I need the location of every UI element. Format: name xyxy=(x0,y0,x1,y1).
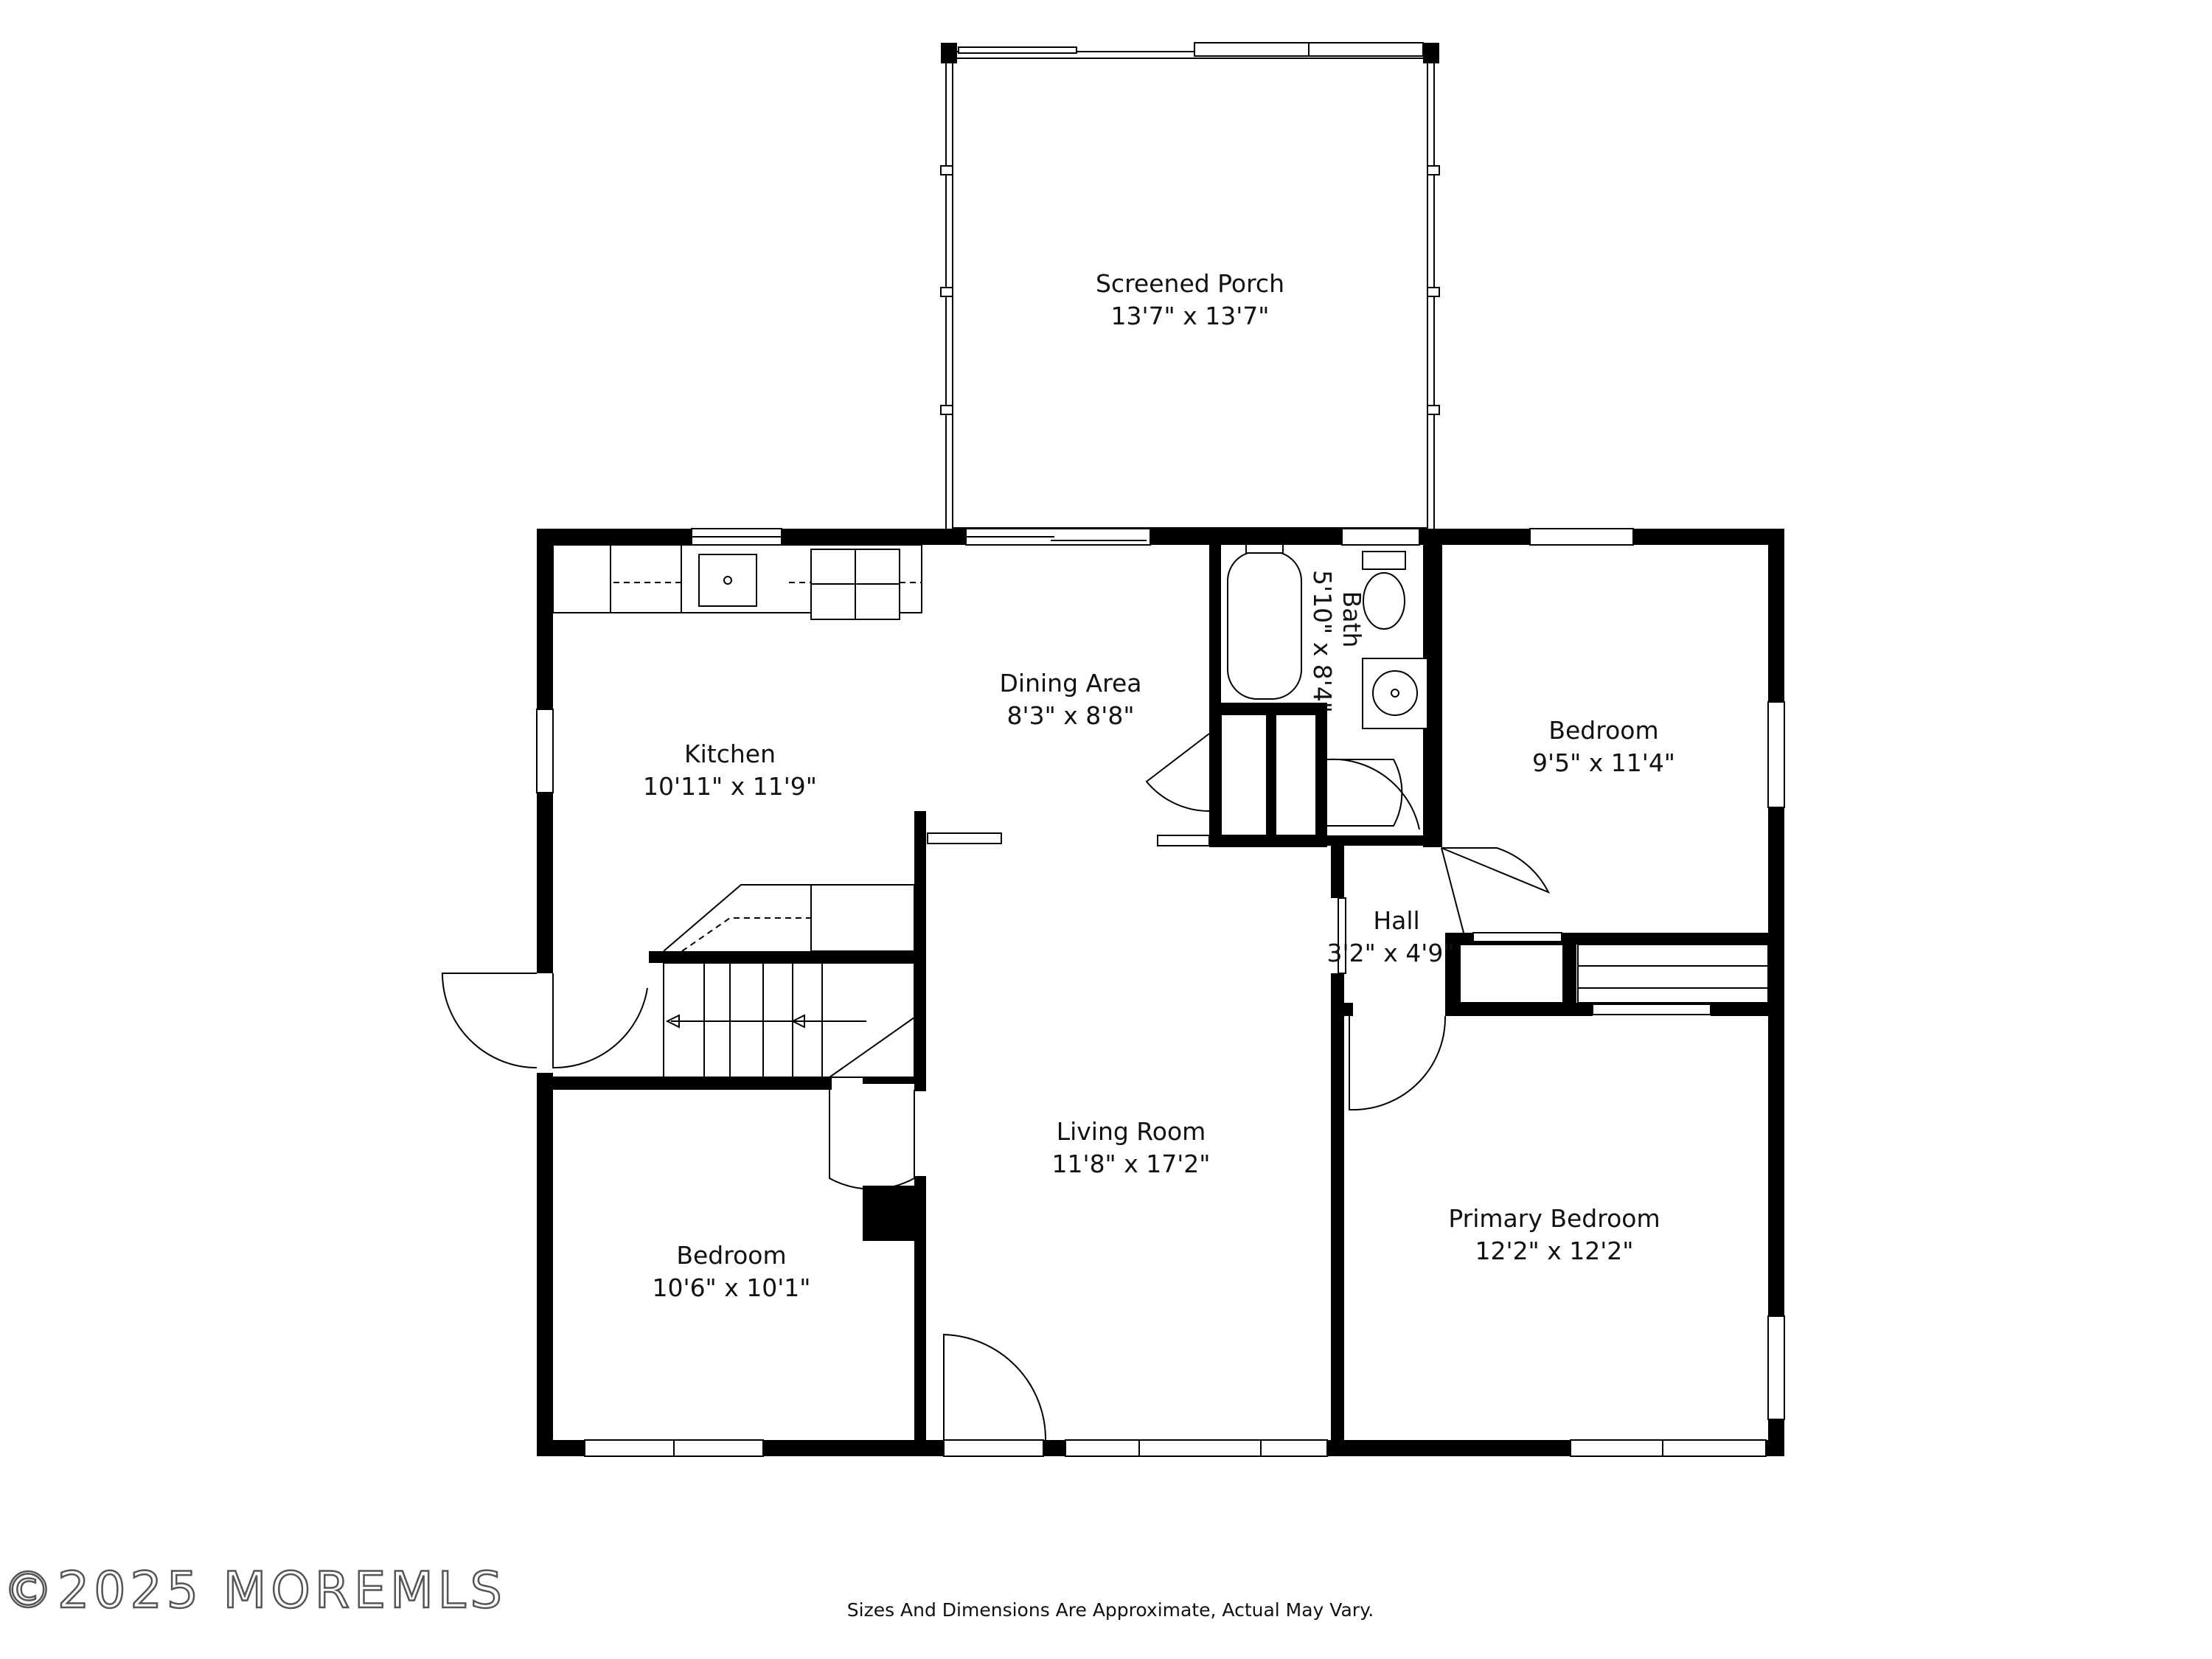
dining-area-name: Dining Area xyxy=(1000,669,1142,698)
bath-fixtures xyxy=(1227,543,1428,729)
bedroom-west-name: Bedroom xyxy=(676,1241,786,1270)
door-primary-bedroom xyxy=(1349,1015,1447,1111)
kitchen-name: Kitchen xyxy=(684,740,776,768)
screened-porch-name: Screened Porch xyxy=(1096,269,1284,298)
hall-name: Hall xyxy=(1373,906,1419,935)
kitchen-counter xyxy=(552,544,922,620)
door-west-bedroom xyxy=(829,1090,915,1190)
primary-bedroom-name: Primary Bedroom xyxy=(1448,1204,1660,1233)
primary-bedroom-dims: 12'2" x 12'2" xyxy=(1475,1237,1634,1265)
dining-area-dims: 8'3" x 8'8" xyxy=(1007,701,1135,730)
kitchen-sink xyxy=(698,554,757,607)
doors xyxy=(441,733,1551,1441)
bedroom-east-name: Bedroom xyxy=(1548,716,1658,745)
toilet-tank xyxy=(1362,551,1406,570)
bedroom-west-dims: 10'6" x 10'1" xyxy=(653,1273,811,1302)
bathtub xyxy=(1227,551,1302,700)
kitchen-dims: 10'11" x 11'9" xyxy=(643,772,817,801)
door-exterior-side xyxy=(441,973,538,1068)
door-bath xyxy=(1327,759,1403,827)
bedroom-east-dims: 9'5" x 11'4" xyxy=(1532,748,1675,777)
bath-dims: 5'10" x 8'4" xyxy=(1308,570,1337,713)
interior-walls xyxy=(537,545,1784,1456)
windows xyxy=(536,528,1785,1457)
hall-dims: 3'2" x 4'9" xyxy=(1327,939,1455,967)
closets xyxy=(1220,714,1769,1015)
door-east-bedroom xyxy=(1441,847,1551,894)
living-room-name: Living Room xyxy=(1057,1117,1206,1146)
screened-porch-dims: 13'7" x 13'7" xyxy=(1111,302,1270,330)
disclaimer: Sizes And Dimensions Are Approximate, Ac… xyxy=(847,1599,1374,1621)
stairs xyxy=(663,884,915,1078)
door-dining-closet xyxy=(1145,733,1210,813)
watermark: ©2025 MOREMLS xyxy=(3,1562,507,1620)
toilet-bowl xyxy=(1363,572,1405,630)
living-room-dims: 11'8" x 17'2" xyxy=(1052,1150,1211,1178)
bath-name: Bath xyxy=(1338,591,1366,648)
door-front xyxy=(943,1333,1047,1441)
